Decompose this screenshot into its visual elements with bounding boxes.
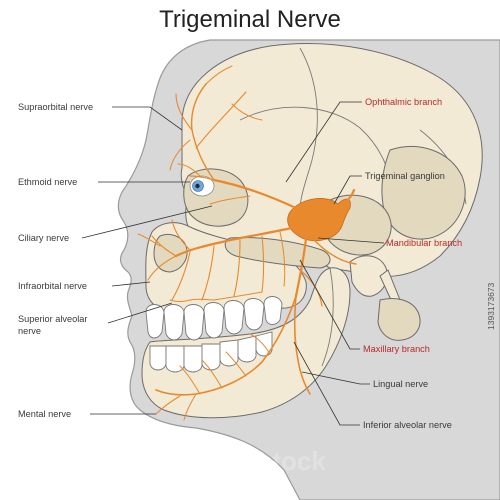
upper-tooth <box>203 302 225 339</box>
label-infraorbital-nerve: Infraorbital nerve <box>18 281 87 291</box>
infraorbital-branch <box>137 233 161 247</box>
label-ethmoid-nerve: Ethmoid nerve <box>18 177 77 187</box>
ethmoid-nerve-path <box>189 175 229 185</box>
infraorbital-branch <box>151 235 177 257</box>
leader-mandibular <box>317 237 385 244</box>
superior-alveolar-branch <box>261 235 265 293</box>
mental-nerve-branch <box>155 395 181 415</box>
temporal-bone <box>381 146 466 240</box>
upper-tooth <box>263 296 283 325</box>
label-mental-nerve: Mental nerve <box>18 409 71 419</box>
superior-alveolar-branch <box>201 245 215 301</box>
cervical-vertebra <box>377 298 421 341</box>
inferior-alveolar-branch <box>249 333 271 355</box>
upper-tooth <box>243 298 265 331</box>
label-lingual-nerve: Lingual nerve <box>373 379 428 389</box>
upper-tooth <box>163 304 185 341</box>
superior-alveolar-branch <box>171 251 191 301</box>
leader-superior-alveolar <box>107 302 173 324</box>
lower-tooth <box>165 345 185 373</box>
label-trigeminal-ganglion: Trigeminal ganglion <box>365 171 445 181</box>
superior-alveolar-branch <box>233 239 241 297</box>
watermark: adobe stock <box>174 446 326 476</box>
lower-tooth <box>237 335 257 363</box>
diagram-title: Trigeminal Nerve <box>159 6 341 33</box>
supraorbital-branch <box>175 93 193 131</box>
inferior-alveolar-branch <box>201 359 223 389</box>
leader-supraorbital <box>112 106 183 131</box>
mandibular-branch-to-ear <box>313 239 357 265</box>
label-superior-alveolar-line1: Superior alveolar <box>18 314 87 324</box>
nerve-root <box>340 188 356 208</box>
lower-tooth <box>149 345 167 371</box>
pupil <box>195 183 200 189</box>
label-maxillary-branch: Maxillary branch <box>363 344 430 354</box>
label-inferior-alveolar-nerve: Inferior alveolar nerve <box>363 420 452 430</box>
leader-trigeminal-ganglion <box>333 175 362 205</box>
leader-ciliary <box>81 205 213 239</box>
superior-alveolar-branch <box>279 231 286 287</box>
mandibular-branch-nerve <box>294 236 308 298</box>
lower-tooth <box>201 343 221 371</box>
leader-lingual <box>301 371 370 385</box>
label-mandibular-branch: Mandibular branch <box>386 238 462 248</box>
upper-tooth <box>223 300 245 335</box>
nerve-tree <box>137 65 357 421</box>
ciliary-nerve-path <box>209 195 251 205</box>
supraorbital-branch <box>231 103 263 121</box>
lower-tooth <box>183 345 203 373</box>
infraorbital-branch <box>147 255 177 281</box>
ethmoid-branch <box>177 163 201 177</box>
infraorbital-branch <box>171 219 191 251</box>
upper-teeth <box>145 296 283 341</box>
label-ophthalmic-branch: Ophthalmic branch <box>365 97 442 107</box>
inferior-alveolar-branch <box>225 351 247 377</box>
label-ciliary-nerve: Ciliary nerve <box>18 233 69 243</box>
stock-image-id: 1393173673 <box>486 282 496 330</box>
mental-nerve-branch <box>183 393 197 421</box>
lingual-nerve-path <box>293 295 311 395</box>
supraorbital-branch <box>169 139 191 171</box>
upper-tooth <box>145 304 165 339</box>
inferior-alveolar-nerve-path <box>155 295 297 396</box>
supraorbital-branch <box>205 65 233 85</box>
supraorbital-branch <box>195 91 247 149</box>
mastoid-process <box>349 255 388 297</box>
inferior-alveolar-branch <box>179 365 201 395</box>
leader-lines <box>81 101 385 426</box>
leader-maxillary <box>299 259 360 350</box>
skull-contour-parietal <box>299 47 318 221</box>
leader-inferior-alveolar <box>293 341 360 426</box>
label-supraorbital-nerve: Supraorbital nerve <box>18 102 93 112</box>
superior-alveolar-branch <box>169 291 263 302</box>
maxillary-branch-nerve <box>174 224 302 258</box>
leader-infraorbital <box>111 281 151 287</box>
trigeminal-ganglion <box>287 198 351 242</box>
upper-tooth <box>183 304 205 341</box>
leader-ophthalmic <box>285 101 362 183</box>
label-superior-alveolar-line2: nerve <box>18 326 41 336</box>
